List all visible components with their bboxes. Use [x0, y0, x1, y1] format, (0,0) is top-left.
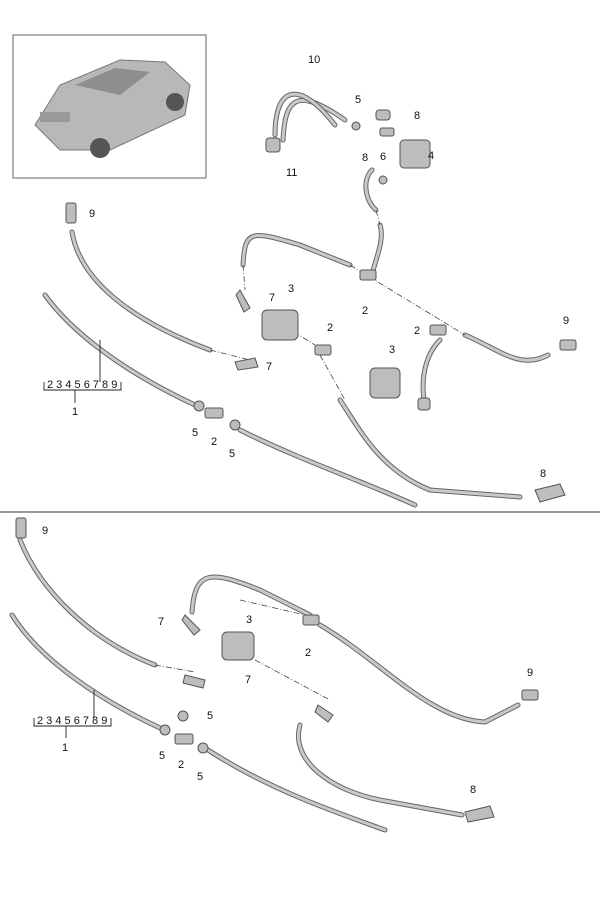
callout-label: 9	[527, 667, 533, 679]
callout-label: 2	[362, 305, 368, 317]
callout-label: 8	[470, 784, 476, 796]
components-bottom	[15, 517, 539, 823]
callout-label: 5	[355, 94, 361, 106]
hose-lines-bottom	[9, 537, 521, 833]
callout-label: 8	[362, 152, 368, 164]
callout-label: 2	[414, 325, 420, 337]
callout-label: 9	[563, 315, 569, 327]
callout-label: 2	[327, 322, 333, 334]
group-bracket-bottom	[33, 690, 112, 738]
callout-label: 2	[211, 436, 217, 448]
callout-label: 3	[288, 283, 294, 295]
callout-label: 2	[305, 647, 311, 659]
callout-label: 7	[158, 616, 164, 628]
callout-label: 8	[414, 110, 420, 122]
callout-label: 1	[72, 406, 78, 418]
vehicle-thumbnail	[12, 34, 207, 179]
callout-label: 7	[269, 292, 275, 304]
callout-label: 9	[42, 525, 48, 537]
group-bracket-top	[43, 340, 122, 403]
callouts-bottom: 9 7 3 2 9 7 1 5 5 2 5 8	[42, 525, 533, 796]
callout-label: 5	[207, 710, 213, 722]
callout-label: 5	[159, 750, 165, 762]
callout-label: 10	[308, 54, 320, 66]
group-sequence-top: 2 3 4 5 6 7 8 9	[47, 379, 117, 391]
callout-label: 1	[62, 742, 68, 754]
callout-label: 5	[192, 427, 198, 439]
callout-label: 9	[89, 208, 95, 220]
callout-label: 11	[286, 167, 297, 179]
group-sequence-bottom: 2 3 4 5 6 7 8 9	[37, 715, 107, 727]
callout-label: 7	[245, 674, 251, 686]
callout-label: 7	[266, 361, 272, 373]
hose-lines-top	[42, 91, 551, 508]
callout-label: 6	[380, 151, 386, 163]
callout-label: 8	[540, 468, 546, 480]
callout-label: 5	[197, 771, 203, 783]
callout-label: 3	[389, 344, 395, 356]
callout-label: 3	[246, 614, 252, 626]
components-top	[65, 109, 577, 503]
callout-label: 4	[428, 150, 434, 162]
callout-label: 2	[178, 759, 184, 771]
callout-label: 5	[229, 448, 235, 460]
